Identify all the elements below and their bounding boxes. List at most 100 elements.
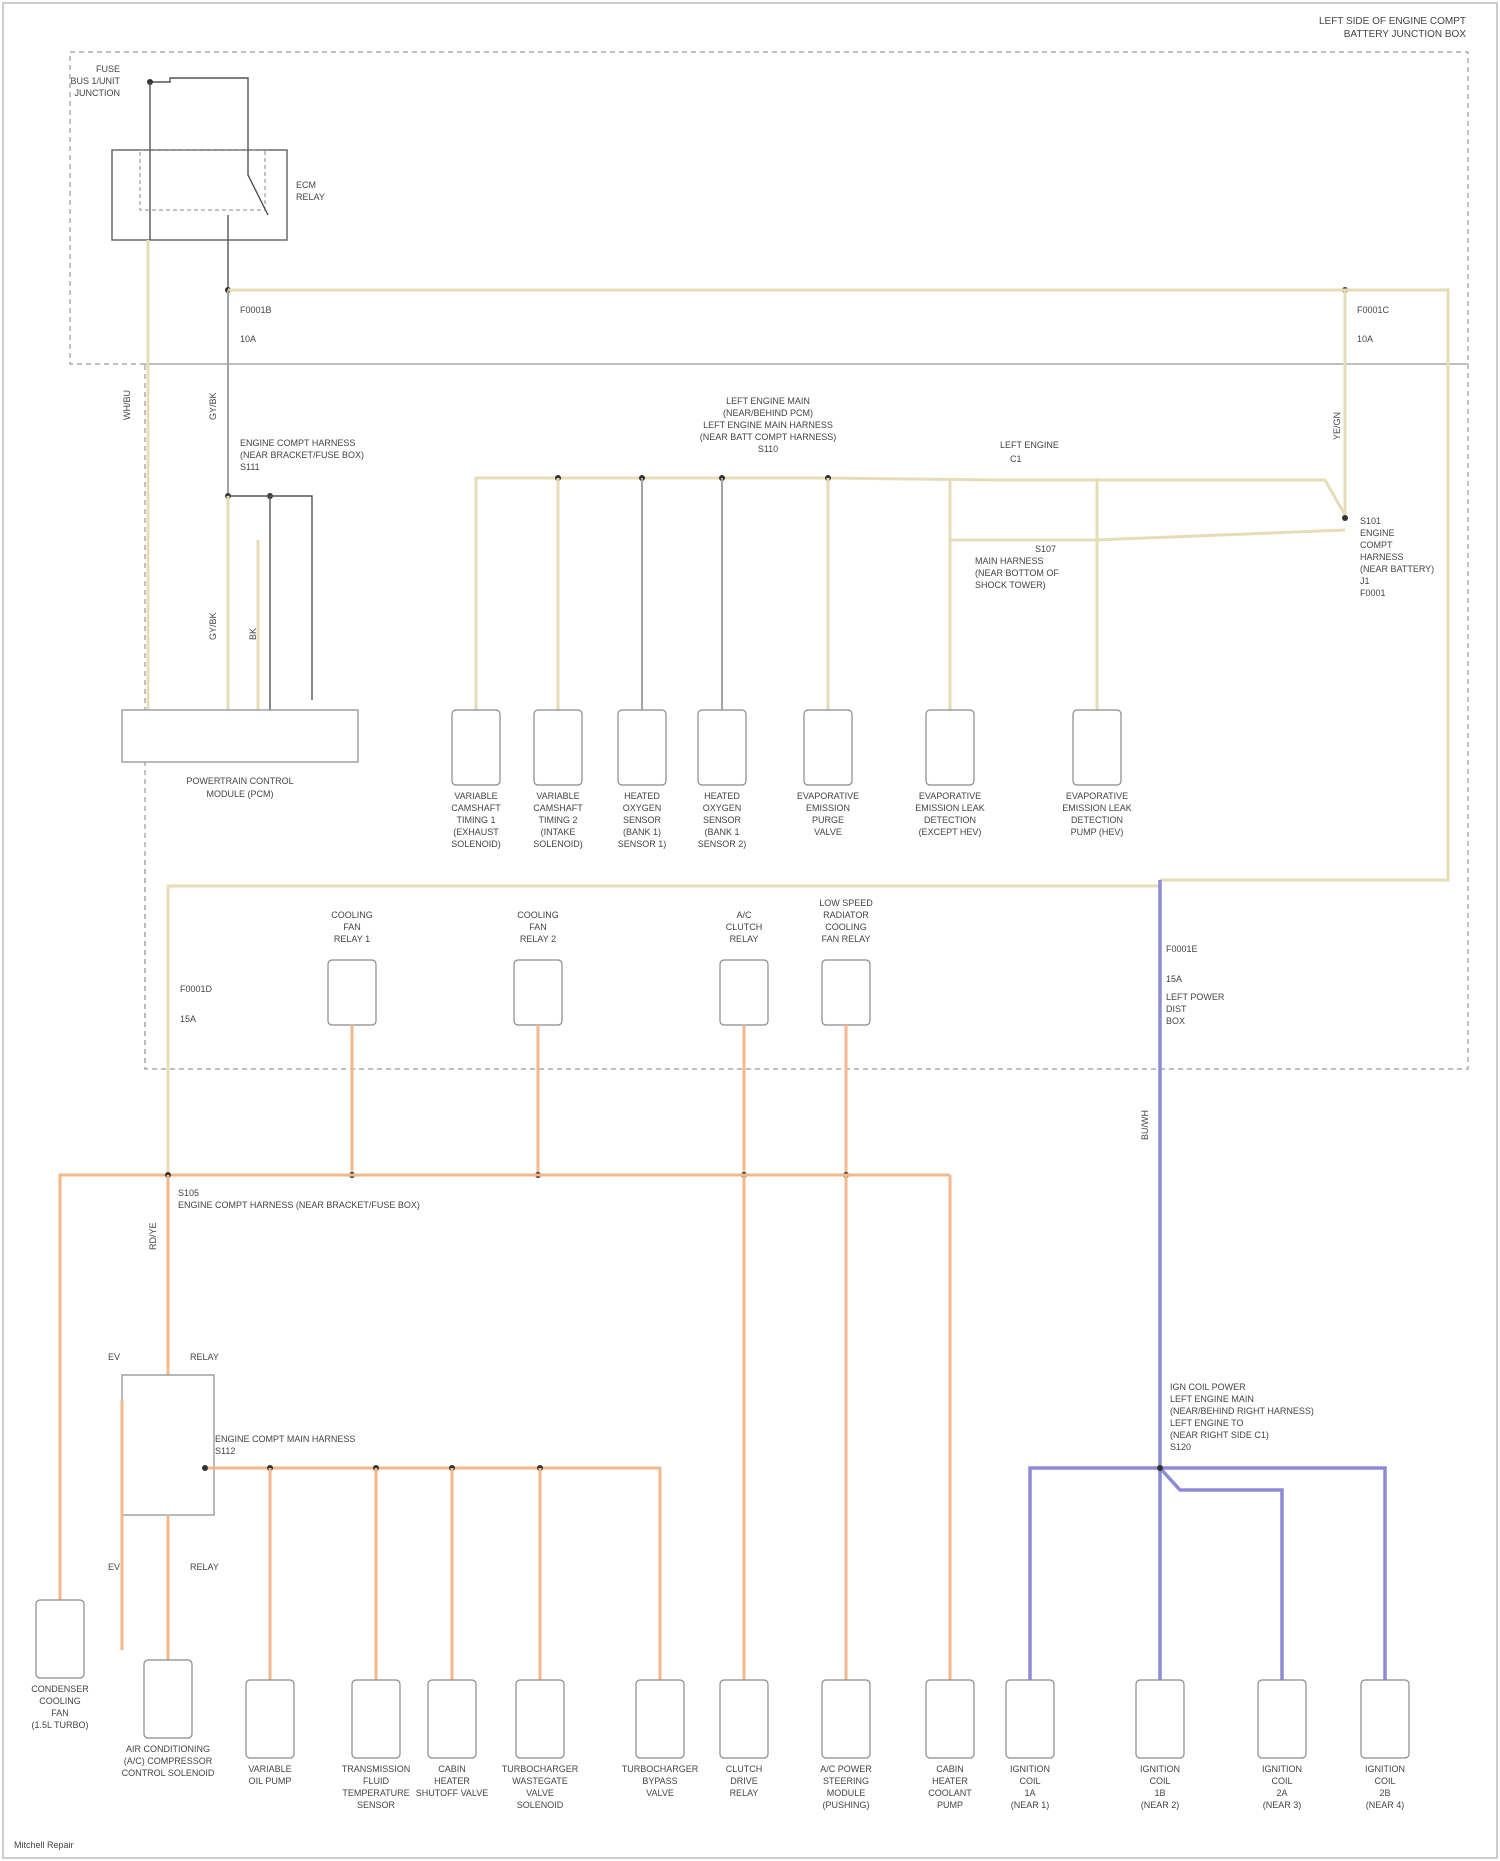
upper-component-2-label: (INTAKE [541, 827, 576, 837]
lower-component-9-label: MODULE [827, 1788, 866, 1798]
upper-component-1-label: (EXHAUST [453, 827, 499, 837]
lower-component-10-connector [926, 1680, 974, 1758]
lower-component-5-connector [428, 1680, 476, 1758]
lower-component-13-label: IGNITION [1262, 1764, 1302, 1774]
svg-text:LEFT ENGINE MAIN: LEFT ENGINE MAIN [726, 396, 810, 406]
upper-component-1-label: CAMSHAFT [451, 803, 501, 813]
upper-component-4-label: SENSOR 2) [698, 839, 747, 849]
lower-component-1-label: FAN [51, 1708, 69, 1718]
svg-text:RELAY: RELAY [190, 1562, 219, 1572]
svg-text:S105: S105 [178, 1188, 199, 1198]
fuse-wire [150, 78, 248, 110]
lower-component-9-label: (PUSHING) [823, 1800, 870, 1810]
upper-component-4-label: HEATED [704, 791, 740, 801]
lower-component-8-connector [720, 1680, 768, 1758]
upper-component-3-label: OXYGEN [623, 803, 662, 813]
svg-text:(NEAR BRACKET/FUSE BOX): (NEAR BRACKET/FUSE BOX) [240, 450, 364, 460]
svg-text:F0001B: F0001B [240, 305, 272, 315]
lower-component-4-connector [352, 1680, 400, 1758]
svg-text:SHOCK TOWER): SHOCK TOWER) [975, 580, 1046, 590]
ev-relay-block: EV RELAY EV RELAY ENGINE COMPT MAIN HARN… [108, 1175, 660, 1680]
relay-label: FAN [343, 922, 361, 932]
lower-component-5: CABINHEATERSHUTOFF VALVE [416, 1468, 489, 1798]
upper-component-2-connector [534, 710, 582, 785]
upper-component-3-label: HEATED [624, 791, 660, 801]
upper-component-6-label: (EXCEPT HEV) [919, 827, 982, 837]
svg-text:BATTERY JUNCTION BOX: BATTERY JUNCTION BOX [1344, 29, 1467, 40]
upper-component-2-label: SOLENOID) [533, 839, 583, 849]
lower-component-12-label: 1B [1154, 1788, 1165, 1798]
upper-component-6-label: EMISSION LEAK [915, 803, 985, 813]
upper-junction-notes: LEFT ENGINE MAIN (NEAR/BEHIND PCM) LEFT … [700, 396, 1434, 598]
pcm-connector [122, 710, 358, 762]
svg-text:BU/WH: BU/WH [1140, 1110, 1150, 1140]
relay-connector [514, 960, 562, 1025]
lower-component-2-connector [144, 1660, 192, 1738]
relay-label: A/C [736, 910, 752, 920]
upper-component-1-connector [452, 710, 500, 785]
lower-component-10-label: PUMP [937, 1800, 963, 1810]
upper-component-5-label: EVAPORATIVE [797, 791, 859, 801]
lower-component-12-label: IGNITION [1140, 1764, 1180, 1774]
lower-component-2-label: CONTROL SOLENOID [122, 1768, 215, 1778]
upper-component-4-label: OXYGEN [703, 803, 742, 813]
lower-component-7: TURBOCHARGERBYPASSVALVE [622, 1680, 699, 1798]
relay-label: FAN [529, 922, 547, 932]
relay-label: COOLING [517, 910, 559, 920]
lower-component-5-label: SHUTOFF VALVE [416, 1788, 489, 1798]
upper-bus [476, 478, 828, 710]
svg-text:GY/BK: GY/BK [208, 612, 218, 640]
lower-component-4: TRANSMISSIONFLUIDTEMPERATURESENSOR [342, 1468, 411, 1810]
orange-bus-label: S105 ENGINE COMPT HARNESS (NEAR BRACKET/… [178, 1188, 420, 1210]
upper-component-3-label: SENSOR 1) [618, 839, 667, 849]
lower-component-6-connector [516, 1680, 564, 1758]
lower-component-1-connector [36, 1600, 84, 1678]
svg-text:LEFT ENGINE: LEFT ENGINE [1000, 440, 1059, 450]
relay-label: LOW SPEED [819, 898, 873, 908]
upper-component-2-label: TIMING 2 [538, 815, 577, 825]
svg-text:(NEAR RIGHT SIDE C1): (NEAR RIGHT SIDE C1) [1170, 1430, 1269, 1440]
lower-component-10-label: HEATER [932, 1776, 968, 1786]
lower-component-13-label: COIL [1271, 1776, 1292, 1786]
upper-component-4-label: (BANK 1 [704, 827, 739, 837]
lower-component-9: A/C POWERSTEERINGMODULE(PUSHING) [820, 1680, 872, 1810]
svg-text:LEFT SIDE OF ENGINE COMPT: LEFT SIDE OF ENGINE COMPT [1319, 16, 1466, 27]
battery-junction-box-boundary [70, 52, 1468, 364]
lower-component-11: IGNITIONCOIL1A(NEAR 1) [1006, 1680, 1054, 1810]
svg-text:GY/BK: GY/BK [208, 392, 218, 420]
lower-component-10-label: COOLANT [928, 1788, 972, 1798]
lower-component-14-label: IGNITION [1365, 1764, 1405, 1774]
lower-component-6-label: SOLENOID [517, 1800, 564, 1810]
lower-component-3-label: VARIABLE [248, 1764, 291, 1774]
lower-component-11-label: IGNITION [1010, 1764, 1050, 1774]
lower-component-6-label: WASTEGATE [512, 1776, 568, 1786]
svg-text:F0001E: F0001E [1166, 944, 1198, 954]
svg-text:10A: 10A [1357, 334, 1373, 344]
relay-connector [328, 960, 376, 1025]
lower-component-6-label: VALVE [526, 1788, 554, 1798]
lower-component-14-label: (NEAR 4) [1366, 1800, 1405, 1810]
relay-4: LOW SPEEDRADIATORCOOLINGFAN RELAY [819, 898, 873, 1178]
svg-text:COMPT: COMPT [1360, 540, 1393, 550]
svg-text:MAIN HARNESS: MAIN HARNESS [975, 556, 1044, 566]
lower-component-13-label: 2A [1276, 1788, 1287, 1798]
svg-text:LEFT ENGINE TO: LEFT ENGINE TO [1170, 1418, 1244, 1428]
lower-component-7-label: TURBOCHARGER [622, 1764, 699, 1774]
lower-component-7-connector [636, 1680, 684, 1758]
lower-component-8-label: DRIVE [730, 1776, 758, 1786]
lower-component-4-label: FLUID [363, 1776, 390, 1786]
upper-component-2-label: VARIABLE [536, 791, 579, 801]
svg-text:JUNCTION: JUNCTION [75, 88, 121, 98]
svg-text:EV: EV [108, 1562, 120, 1572]
upper-component-7-label: EVAPORATIVE [1066, 791, 1128, 801]
lower-component-3-label: OIL PUMP [249, 1776, 292, 1786]
upper-component-2-label: CAMSHAFT [533, 803, 583, 813]
svg-text:C1: C1 [1010, 454, 1022, 464]
svg-text:F0001D: F0001D [180, 984, 213, 994]
relay-1: COOLINGFANRELAY 1 [328, 910, 376, 1178]
